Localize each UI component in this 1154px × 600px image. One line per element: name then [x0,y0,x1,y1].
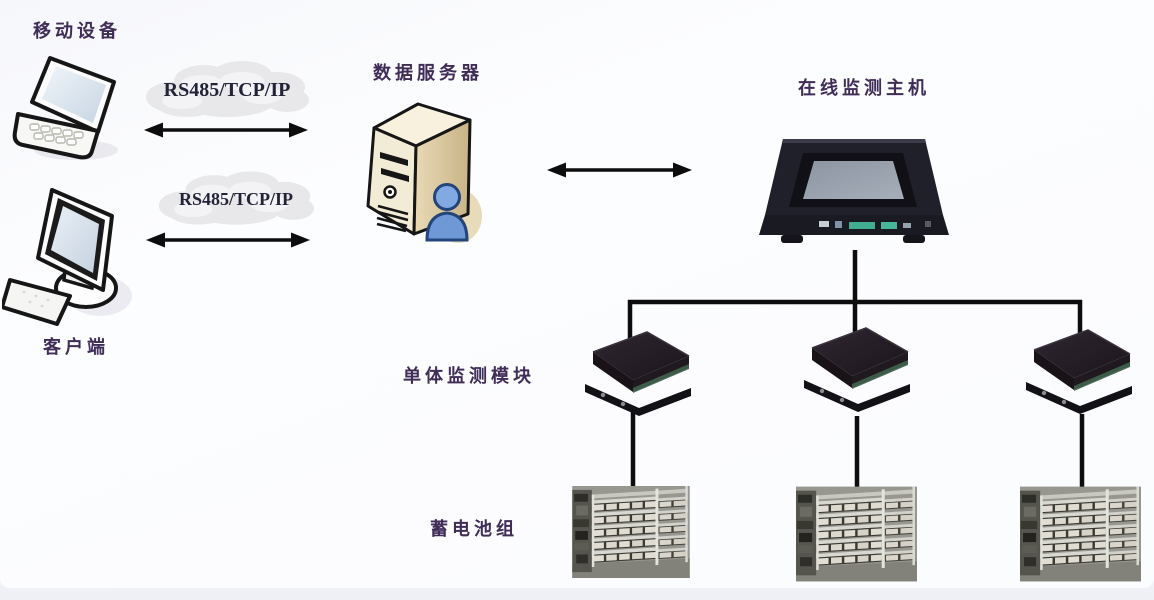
server-tower-icon [366,102,484,245]
label-online-monitor-host: 在线监测主机 [798,78,930,98]
battery-rack-icon-2 [796,486,917,582]
protocol-label-mobile: RS485/TCP/IP [163,78,291,101]
touch-panel-host-icon [759,139,949,243]
label-unit-monitor-module: 单体监测模块 [403,366,535,386]
label-client: 客户端 [43,337,109,357]
label-battery-pack: 蓄电池组 [430,519,518,539]
label-mobile-device: 移动设备 [33,21,121,41]
laptop-icon [12,56,121,162]
monitor-module-icon-3 [1025,329,1133,415]
cloud-mobile-server: RS485/TCP/IP [141,55,313,123]
cloud-client-server: RS485/TCP/IP [155,163,317,233]
desktop-computer-icon [2,188,134,326]
battery-rack-icon-3 [1020,486,1141,582]
label-data-server: 数据服务器 [373,63,483,83]
battery-rack-icon-1 [572,486,690,578]
protocol-label-client: RS485/TCP/IP [178,188,293,209]
monitor-module-icon-2 [803,327,911,413]
monitor-module-icon-1 [584,331,692,417]
